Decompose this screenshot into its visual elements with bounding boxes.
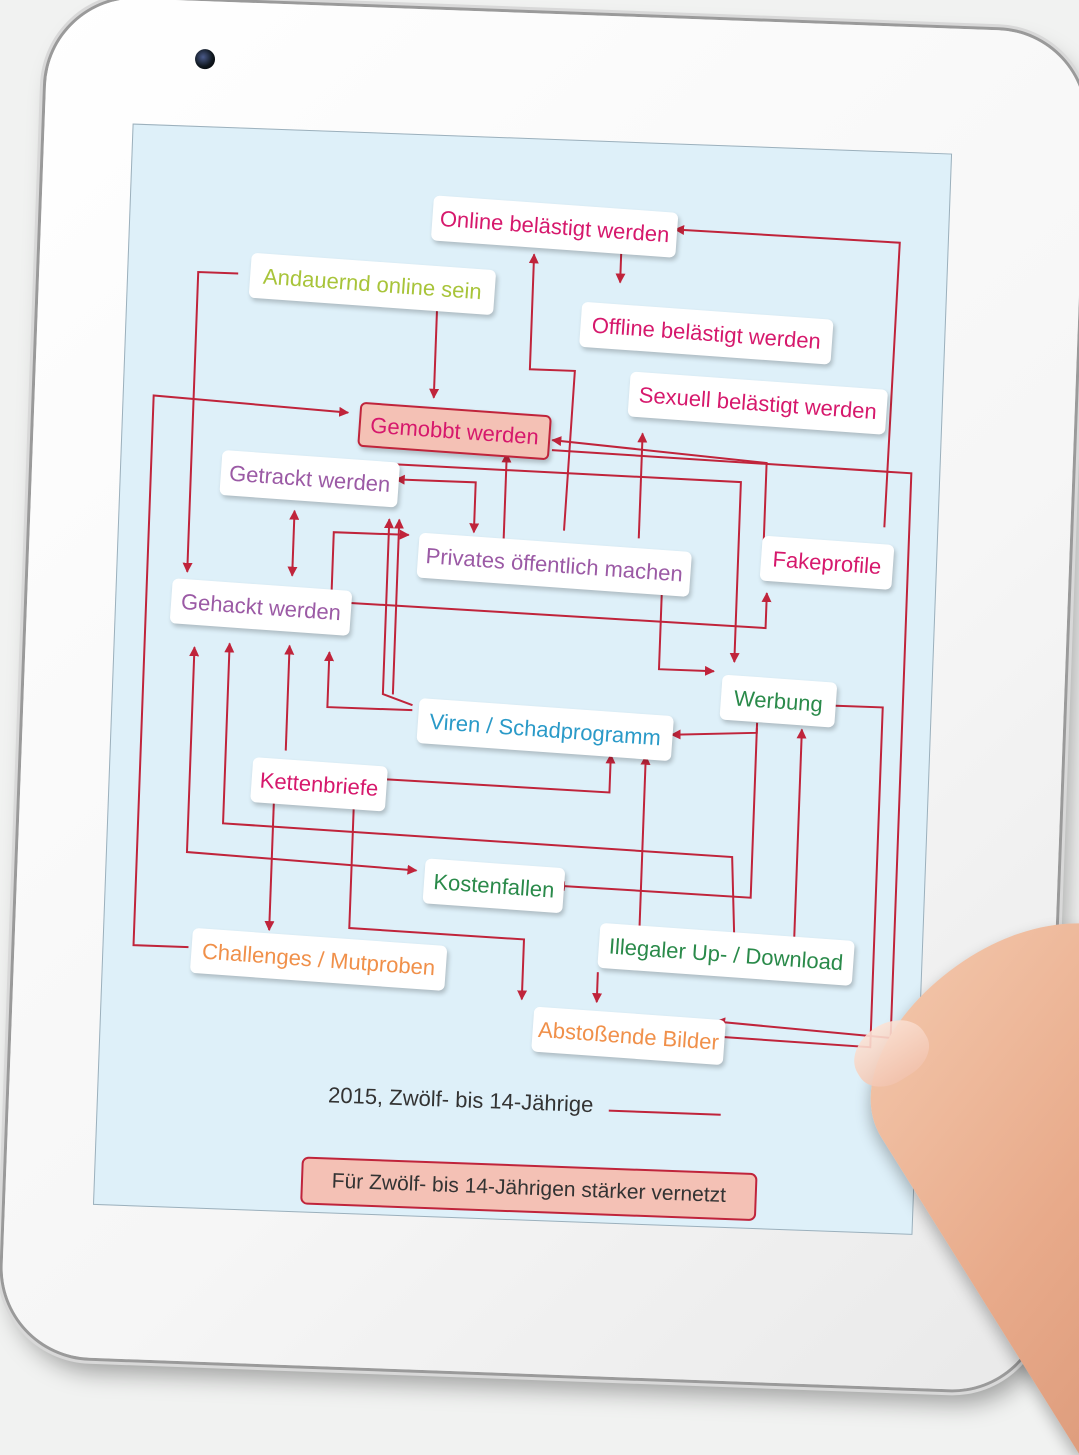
tablet-frame: Online belästigt werden Andauernd online… bbox=[0, 0, 1079, 1393]
node-werbung: Werbung bbox=[719, 674, 838, 728]
link-gehackt-fake bbox=[346, 592, 772, 630]
legend-line-swatch bbox=[609, 1109, 722, 1116]
link-challenges-gemobbt bbox=[132, 394, 350, 949]
link-ketten-viren bbox=[384, 753, 616, 794]
link-privates-online bbox=[528, 253, 576, 531]
link-viren-getrackt-2 bbox=[391, 518, 404, 695]
link-ketten-challenges bbox=[264, 798, 276, 932]
link-fake-online bbox=[674, 225, 901, 528]
link-ketten-gehackt bbox=[284, 644, 295, 751]
node-kettenbriefe: Kettenbriefe bbox=[250, 757, 388, 812]
link-privates-sexuell bbox=[637, 432, 648, 539]
link-privates-werbung bbox=[657, 594, 715, 676]
link-getrackt-privates bbox=[394, 474, 480, 534]
link-viren-getrackt-1 bbox=[381, 518, 413, 707]
link-illegaler-werbung bbox=[793, 728, 807, 940]
link-illegaler-kostenfallen bbox=[185, 646, 418, 875]
link-werbung-abstossend-2 bbox=[714, 704, 884, 1049]
link-privates-gemobbt bbox=[501, 452, 512, 539]
link-andauernd-gehackt bbox=[182, 271, 239, 573]
link-werbung-kostenfallen bbox=[554, 727, 758, 899]
node-fakeprofile: Fakeprofile bbox=[759, 535, 895, 590]
link-gehackt-privates bbox=[330, 529, 410, 598]
link-illegaler-viren bbox=[638, 754, 651, 934]
link-getrackt-werbung bbox=[396, 463, 742, 663]
diagram-screen: Online belästigt werden Andauernd online… bbox=[92, 123, 953, 1235]
link-gemobbt-abstossend-1 bbox=[551, 449, 913, 1040]
link-getrackt-gehackt bbox=[287, 509, 300, 577]
diagram-links bbox=[132, 225, 913, 1049]
camera-icon bbox=[194, 48, 216, 70]
link-illegaler-abstossend bbox=[592, 972, 603, 1004]
link-werbung-viren bbox=[670, 722, 759, 740]
